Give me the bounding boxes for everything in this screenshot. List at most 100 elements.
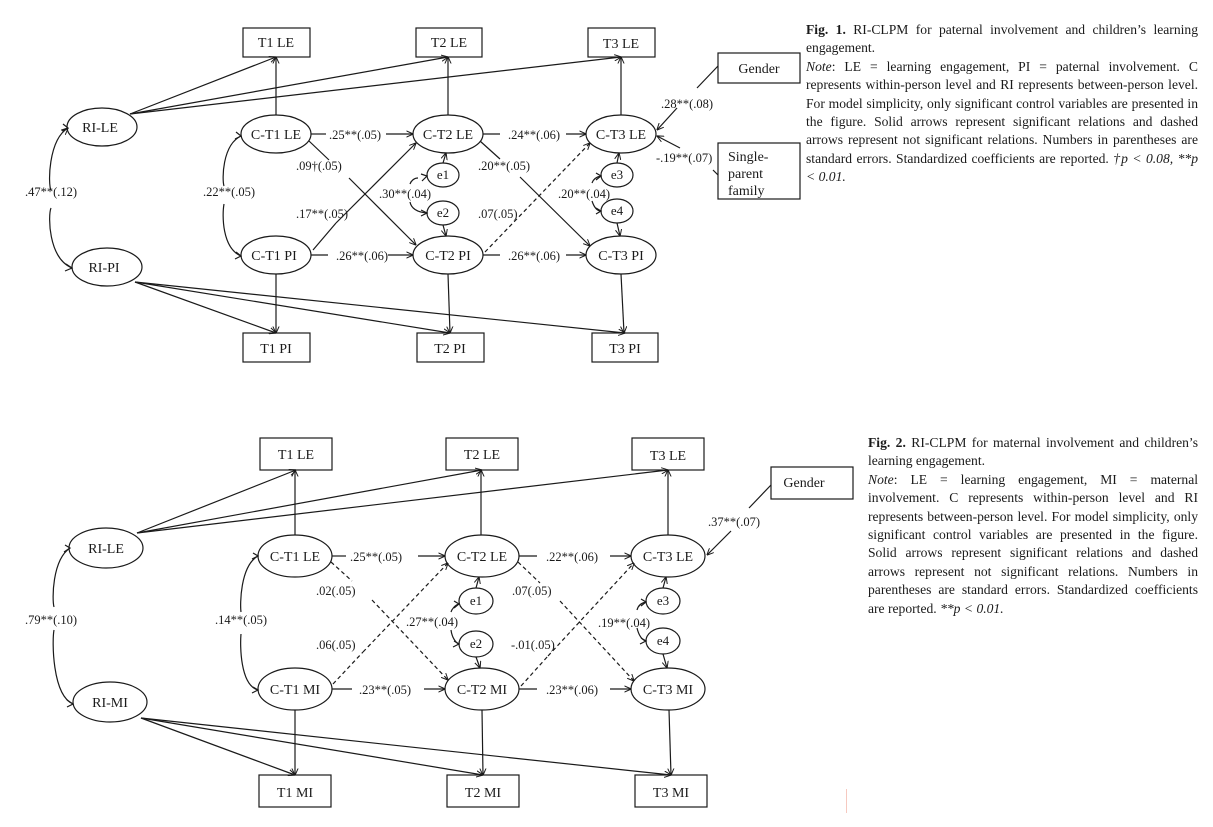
label-t2-le: T2 LE xyxy=(464,448,500,463)
path-le1-to-mi2-b xyxy=(371,599,448,680)
path-e2-to-c-t2-mi xyxy=(476,656,480,668)
figure-2-label: Fig. 2. xyxy=(868,435,906,450)
path-gender-to-le3-b xyxy=(657,107,678,130)
label-t3-le: T3 LE xyxy=(650,449,686,464)
label-c-t2-le: C-T2 LE xyxy=(423,128,473,143)
label-t2-mi: T2 MI xyxy=(465,786,502,801)
arrowhead xyxy=(452,640,461,648)
path-e2-to-c-t2-pi xyxy=(443,224,446,236)
path-le1-to-pi2-b xyxy=(348,177,416,245)
box-single-parent xyxy=(717,142,801,200)
path-c-t3-pi-down xyxy=(621,273,624,333)
arrowhead xyxy=(595,207,603,215)
label-t2-pi: T2 PI xyxy=(434,342,466,357)
label-t1-le: T1 LE xyxy=(278,448,314,463)
coef-le-t1-t2: .25**(.05) xyxy=(350,550,402,564)
figure-1-labels: T1 LE T2 LE T3 LE T1 PI T2 PI T3 PI Gend… xyxy=(25,36,780,357)
figure-1-diagram xyxy=(49,27,801,363)
path-c-t3-mi-down xyxy=(669,709,671,775)
figure-2-diagram xyxy=(52,437,854,808)
label-e4: e4 xyxy=(611,203,624,218)
figure-1-note-text: : LE = learning engagement, PI = paterna… xyxy=(806,58,1198,166)
path-pi1-to-le2-a xyxy=(312,222,337,251)
coef-single-to-le3: -.19**(.07) xyxy=(656,151,712,165)
coef-pi1-to-le2: .17**(.05) xyxy=(296,207,348,221)
path-c-t2-pi-down xyxy=(448,273,450,333)
path-le2-to-mi3-a xyxy=(517,561,541,584)
label-gender: Gender xyxy=(738,62,780,77)
path-ri-pi-t1 xyxy=(134,281,276,333)
path-mi1-to-le2-b xyxy=(362,563,448,653)
path-pi2-to-le3 xyxy=(484,143,590,253)
path-mi1-to-le2-a xyxy=(332,651,364,685)
label-c-t2-pi: C-T2 PI xyxy=(425,249,471,264)
arrowhead xyxy=(640,598,648,607)
label-c-t3-le: C-T3 LE xyxy=(643,550,693,565)
arrowhead xyxy=(453,600,461,609)
label-c-t2-le: C-T2 LE xyxy=(457,550,507,565)
label-e3: e3 xyxy=(611,167,623,182)
label-c-t3-le: C-T3 LE xyxy=(596,128,646,143)
arrowhead xyxy=(63,544,72,553)
coef-le1-to-pi2: .09†(.05) xyxy=(296,159,342,173)
path-e1-to-c-t2-le xyxy=(443,153,446,164)
figure-1-caption: Fig. 1. RI-CLPM for paternal involvement… xyxy=(806,21,1198,187)
path-le1-to-pi2-a xyxy=(308,140,330,161)
coef-e1e2-cov: .27**(.04) xyxy=(406,615,458,629)
arrowhead xyxy=(234,251,243,260)
box-t2-le xyxy=(445,437,519,471)
figure-1-title: RI-CLPM for paternal involvement and chi… xyxy=(806,22,1199,56)
figure-2-sig-double: **p < 0.01. xyxy=(940,600,1004,616)
path-le2-to-mi3-b xyxy=(559,600,634,681)
arrowhead xyxy=(251,552,260,560)
path-c-t2-mi-down xyxy=(482,709,483,775)
path-ri-pi-t2 xyxy=(134,281,450,333)
figure-2-labels: T1 LE T2 LE T3 LE T1 MI T2 MI T3 MI Gend… xyxy=(25,448,825,801)
arrowhead xyxy=(420,173,429,182)
coef-le2-to-pi3: .20**(.05) xyxy=(478,159,530,173)
coef-mi2-to-le3: -.01(.05) xyxy=(511,638,555,652)
box-t3-le xyxy=(631,437,705,471)
coef-ri-cov: .47**(.12) xyxy=(25,185,77,199)
figure-1-sig-double: **p < 0.01. xyxy=(806,150,1198,185)
box-gender xyxy=(770,466,854,500)
label-ri-pi: RI-PI xyxy=(88,261,119,276)
label-t3-pi: T3 PI xyxy=(609,342,641,357)
path-ri-le-t2 xyxy=(129,57,448,115)
path-le1-to-mi2-a xyxy=(330,561,353,582)
ellipse-ri-pi xyxy=(71,247,143,287)
coef-pi-t1-t2: .26**(.06) xyxy=(336,249,388,263)
path-single-to-le3-a xyxy=(712,169,719,176)
label-t2-le: T2 LE xyxy=(431,36,467,51)
coef-t1-cov: .22**(.05) xyxy=(203,185,255,199)
label-c-t3-mi: C-T3 MI xyxy=(643,683,694,698)
path-le2-to-pi3-b xyxy=(519,176,590,246)
box-t1-le xyxy=(242,27,311,58)
coef-pi2-to-le3: .07(.05) xyxy=(478,207,518,221)
path-mi2-to-le3-b xyxy=(547,563,634,657)
label-gender: Gender xyxy=(783,476,825,491)
figure-2-note-text: : LE = learning engagement, MI = materna… xyxy=(868,471,1198,616)
arrowhead xyxy=(251,686,260,694)
path-t1-covariance xyxy=(222,135,242,257)
label-c-t2-mi: C-T2 MI xyxy=(457,683,508,698)
label-e1: e1 xyxy=(437,167,449,182)
box-t1-pi xyxy=(242,332,311,363)
coef-le-t1-t2: .25**(.05) xyxy=(329,128,381,142)
path-ri-mi-t2 xyxy=(140,717,483,775)
arrowhead xyxy=(639,637,648,645)
path-e4-to-c-t3-mi xyxy=(663,653,667,668)
label-t3-mi: T3 MI xyxy=(653,786,690,801)
arrowhead xyxy=(66,699,75,708)
path-ri-le-t3 xyxy=(136,470,668,534)
path-e1-to-c-t2-le xyxy=(476,577,479,589)
path-single-to-le3-b xyxy=(657,136,681,149)
path-gender-to-le3-a xyxy=(748,484,772,509)
path-gender-to-le3-b xyxy=(707,530,732,555)
path-ri-pi-t3 xyxy=(134,281,625,333)
path-mi2-to-le3-a xyxy=(520,655,549,687)
coef-pi-t2-t3: .26**(.06) xyxy=(508,249,560,263)
arrowhead xyxy=(61,123,70,132)
arrowhead xyxy=(64,263,74,272)
